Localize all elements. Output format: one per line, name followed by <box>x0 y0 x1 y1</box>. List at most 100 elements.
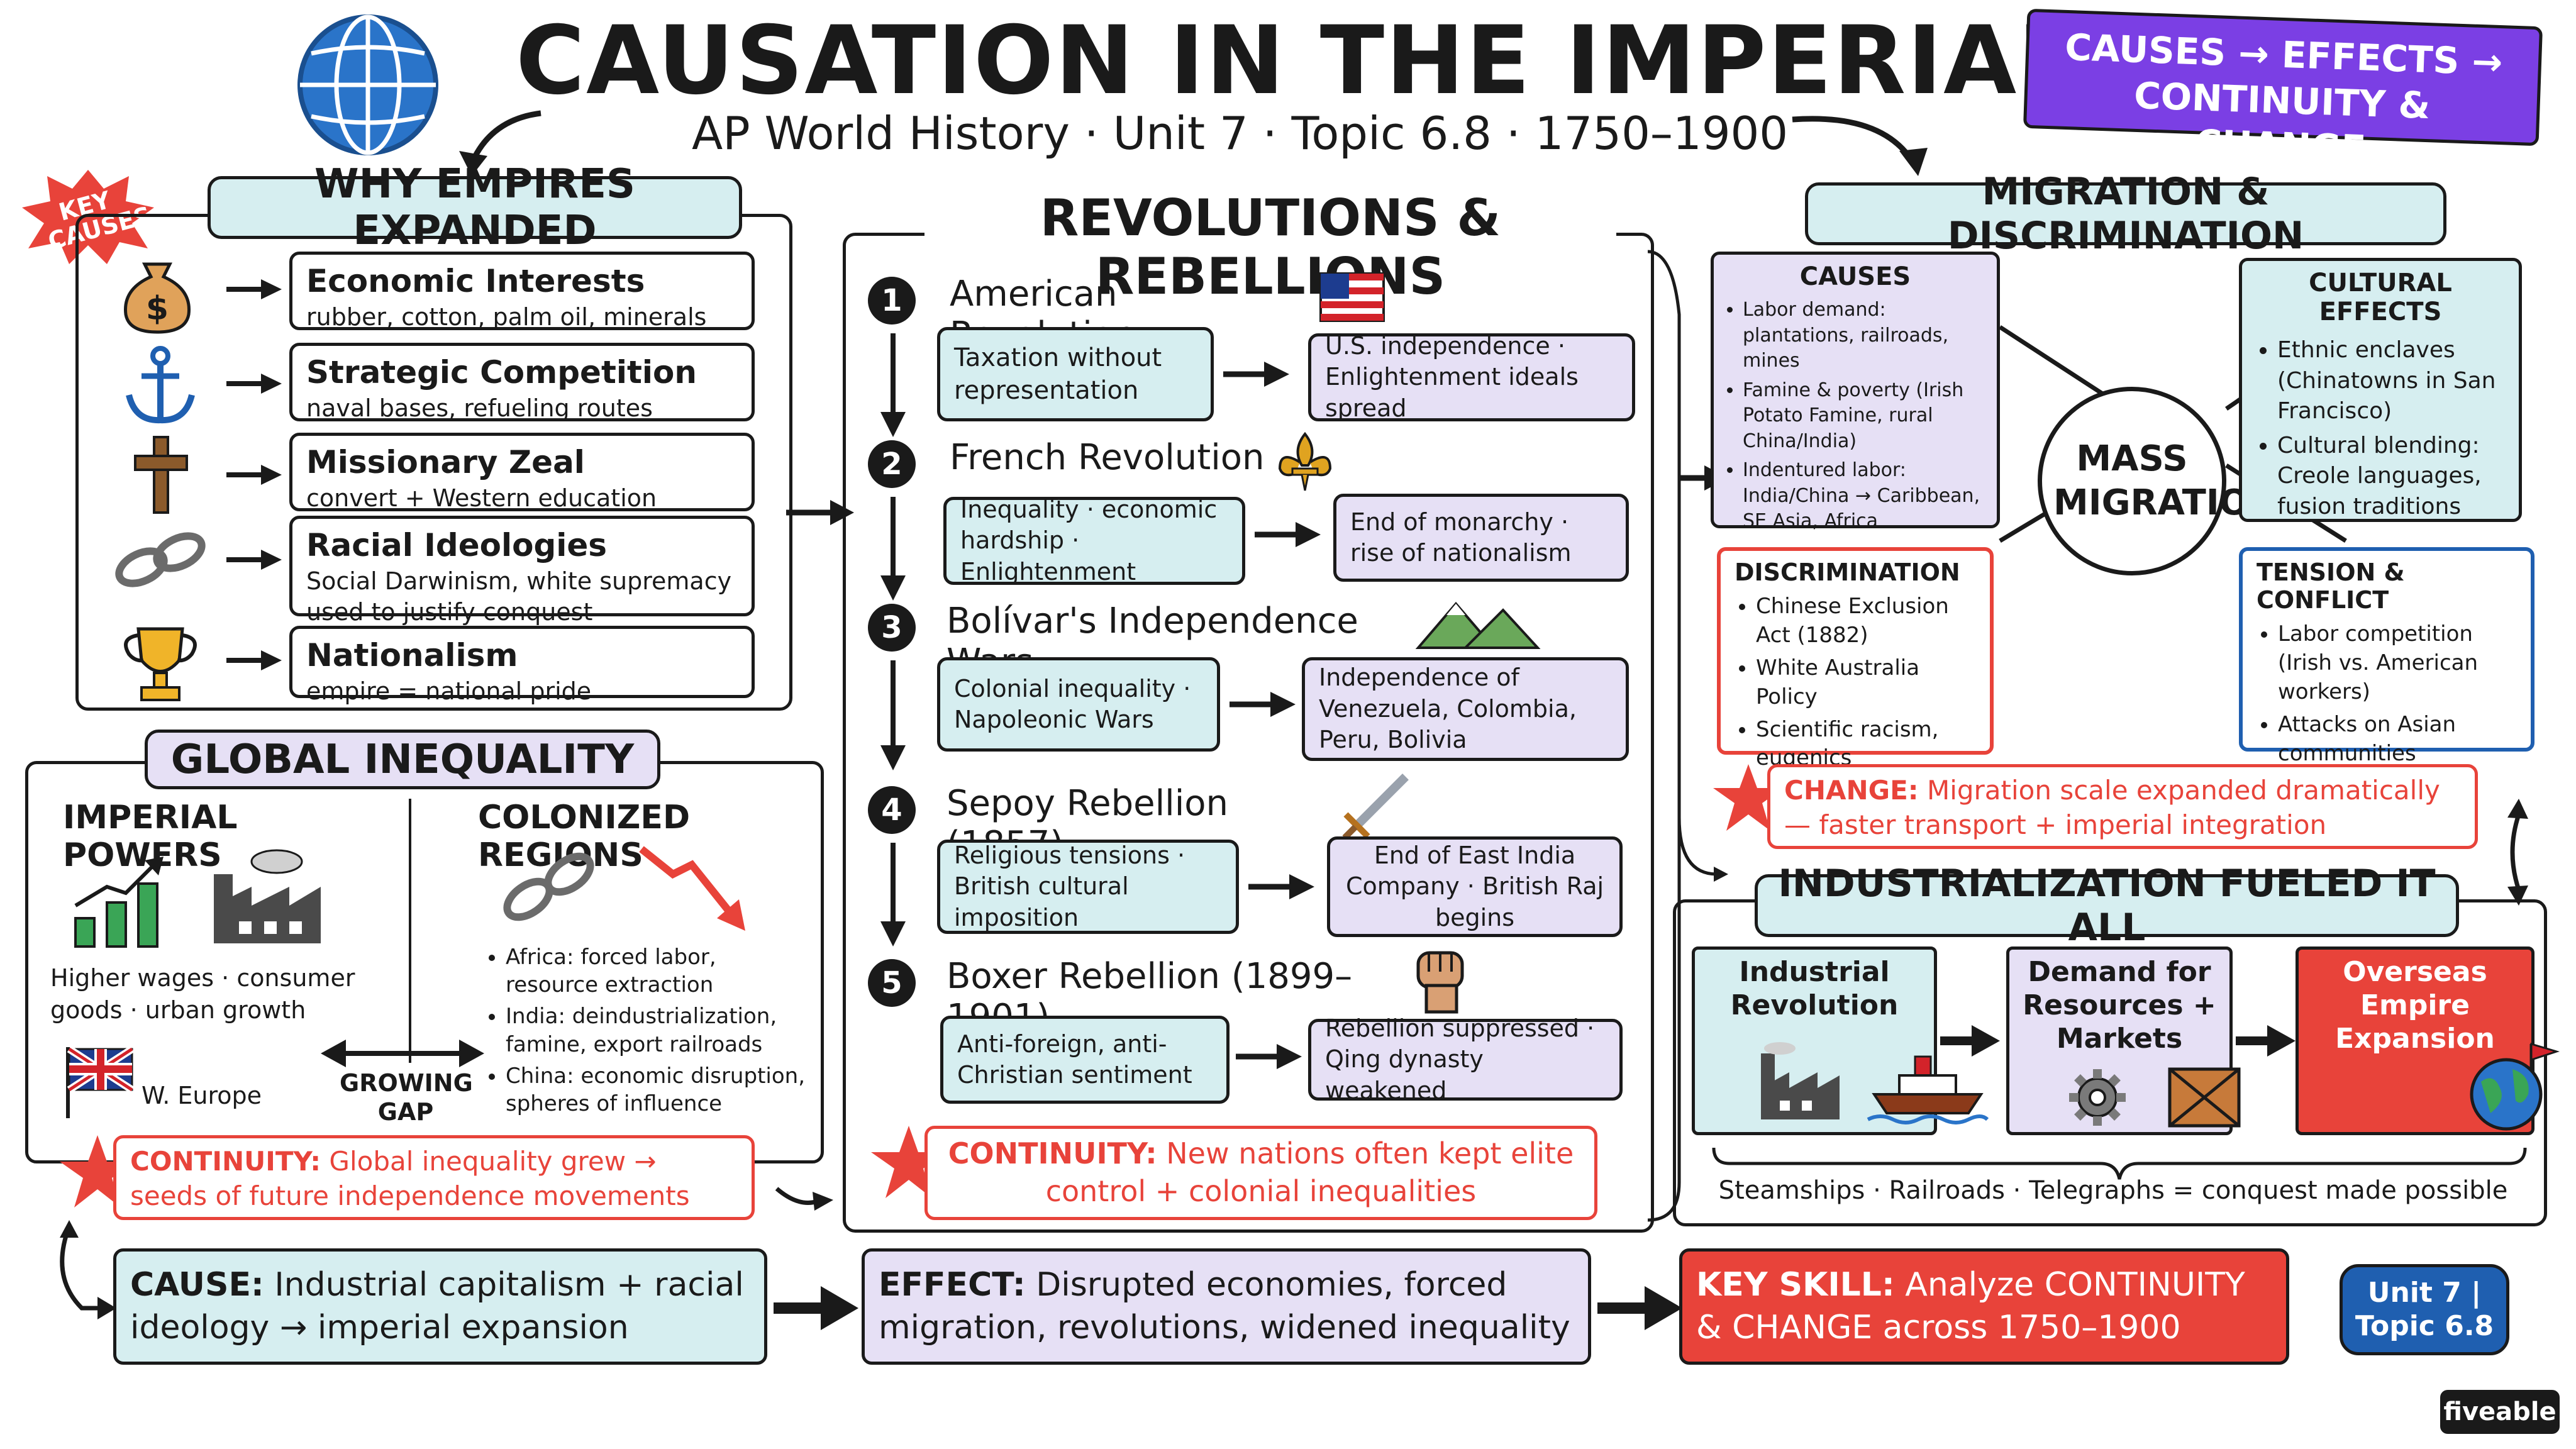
arrow-icon <box>1255 522 1321 547</box>
arrow-icon <box>1236 1044 1302 1069</box>
gap-label: GROWING GAP <box>340 1069 473 1126</box>
step-number: 2 <box>868 440 916 488</box>
cause-text: Industrial capitalism + racial ideology … <box>130 1265 744 1346</box>
why-item-title: Strategic Competition <box>306 354 697 391</box>
curved-arrow-icon <box>459 110 541 176</box>
effect-label: EFFECT: <box>879 1265 1026 1304</box>
why-list: $ Economic Interests rubber, cotton, pal… <box>113 245 767 705</box>
key-causes-badge: KEY CAUSES <box>19 170 157 264</box>
why-item-title: Nationalism <box>306 637 518 674</box>
gear-icon <box>2035 1066 2126 1129</box>
change-text: Migration scale expanded dramatically — … <box>1784 775 2440 840</box>
revolutions-continuity: CONTINUITY: New nations often kept elite… <box>924 1126 1597 1220</box>
effect-text: Disrupted economies, forced migration, r… <box>879 1265 1570 1346</box>
migration-heading: MIGRATION & DISCRIMINATION <box>1805 170 2446 258</box>
banner: CAUSES → EFFECTS → CONTINUITY & CHANGE <box>2023 8 2543 170</box>
banner-line-2: CONTINUITY & CHANGE <box>2133 74 2431 170</box>
crate-icon <box>2129 1066 2241 1129</box>
continuity-text: Global inequality grew → seeds of future… <box>130 1146 690 1211</box>
step-number: 5 <box>868 959 916 1007</box>
discrimination: DISCRIMINATION Chinese Exclusion Act (18… <box>1717 547 1994 770</box>
rev-cause: Taxation without representation <box>937 327 1214 421</box>
us-flag-icon <box>1318 270 1387 327</box>
continuity-label: CONTINUITY: <box>948 1136 1157 1170</box>
star-icon <box>57 1135 138 1211</box>
down-arrow-icon <box>880 660 906 770</box>
rev-effect: End of monarchy · rise of nationalism <box>1333 494 1629 582</box>
why-item: Strategic Competition naval bases, refue… <box>289 343 755 422</box>
uk-flag-icon <box>63 1044 138 1119</box>
causes-item: Indentured labor: India/China → Caribbea… <box>1743 458 1984 535</box>
causes-item: Labor demand: plantations, railroads, mi… <box>1743 297 1984 374</box>
discrimination-heading: DISCRIMINATION <box>1735 558 1960 586</box>
skill-text: Analyze CONTINUITY & CHANGE across 1750–… <box>1696 1265 2245 1346</box>
unit-badge-text: Unit 7 | Topic 6.8 <box>2355 1276 2494 1342</box>
chain-icon <box>113 528 208 591</box>
discrimination-item: Chinese Exclusion Act (1882) <box>1756 592 1976 650</box>
step-number: 3 <box>868 604 916 652</box>
globe-icon <box>283 13 453 157</box>
bottom-skill: KEY SKILL: Analyze CONTINUITY & CHANGE a… <box>1679 1248 2289 1365</box>
cause-label: CAUSE: <box>130 1265 264 1304</box>
down-arrow-icon <box>880 497 906 601</box>
arrow-icon <box>786 500 854 525</box>
factory-icon <box>1711 1041 1840 1123</box>
continuity-text: New nations often kept elite control + c… <box>1045 1136 1574 1208</box>
step-number: 4 <box>868 786 916 834</box>
why-heading: WHY EMPIRES EXPANDED <box>208 161 742 254</box>
connector-line <box>1647 250 1728 1222</box>
rev-title: French Revolution <box>950 437 1265 478</box>
double-arrow-icon <box>321 1040 484 1067</box>
unit-badge: Unit 7 | Topic 6.8 <box>2340 1264 2509 1355</box>
tension-item: Labor competition (Irish vs. American wo… <box>2278 620 2517 707</box>
migration-change: CHANGE: Migration scale expanded dramati… <box>1767 764 2478 849</box>
colonized-item: China: economic disruption, spheres of i… <box>506 1062 811 1118</box>
step-number: 1 <box>868 277 916 325</box>
rev-cause: Religious tensions · British cultural im… <box>937 840 1239 934</box>
industrial-heading: INDUSTRIALIZATION FUELED IT ALL <box>1755 862 2459 950</box>
industrial-step: Industrial Revolution <box>1692 947 1989 1135</box>
why-item: Nationalism empire = national pride <box>289 626 755 705</box>
migration-causes: CAUSES Labor demand: plantations, railro… <box>1711 252 2000 532</box>
steamship-icon <box>1808 1050 1989 1126</box>
down-arrow-icon <box>880 333 906 437</box>
colonized-item: Africa: forced labor, resource extractio… <box>506 943 811 999</box>
tension-item: Attacks on Asian communities <box>2278 711 2517 769</box>
why-item-desc: convert + Western education <box>306 484 657 512</box>
fleur-de-lis-icon <box>1274 431 1336 494</box>
causes-item: Famine & poverty (Irish Potato Famine, r… <box>1743 378 1984 455</box>
mountains-icon <box>1415 594 1541 651</box>
continuity-label: CONTINUITY: <box>130 1146 321 1177</box>
rev-title: Sepoy Rebellion (1857) <box>947 783 1229 865</box>
page-title: CAUSATION IN THE IMPERIAL AGE <box>516 6 2332 116</box>
why-item-desc: rubber, cotton, palm oil, minerals <box>306 303 707 331</box>
why-item-desc: naval bases, refueling routes <box>306 394 653 422</box>
page-subtitle: AP World History · Unit 7 · Topic 6.8 · … <box>692 107 1789 160</box>
star-icon <box>868 1126 950 1201</box>
step-label: Overseas Empire Expansion <box>2335 956 2495 1055</box>
why-item: Missionary Zeal convert + Western educat… <box>289 433 755 512</box>
anchor-icon <box>123 345 198 426</box>
tension-conflict: TENSION & CONFLICT Labor competition (Ir… <box>2239 547 2534 766</box>
broken-chain-icon <box>497 849 604 931</box>
why-item: Racial Ideologies Social Darwinism, whit… <box>289 516 755 626</box>
decline-arrow-icon <box>635 843 761 943</box>
industrial-caption: Steamships · Railroads · Telegraphs = co… <box>1718 1176 2508 1205</box>
down-arrow-icon <box>880 843 906 947</box>
curved-arrow-icon <box>60 1220 116 1319</box>
bottom-cause: CAUSE: Industrial capitalism + racial id… <box>113 1248 767 1365</box>
revolutions-heading: REVOLUTIONS & REBELLIONS <box>924 189 1616 306</box>
star-icon <box>1711 764 1786 833</box>
colonized-heading: COLONIZED REGIONS <box>478 799 691 874</box>
powers-desc: Higher wages · consumer goods · urban gr… <box>50 964 355 1024</box>
arrow-icon <box>1940 1025 2000 1057</box>
cultural-item: Ethnic enclaves (Chinatowns in San Franc… <box>2277 335 2505 427</box>
arrow-icon <box>1248 874 1314 899</box>
rev-effect: End of East India Company · British Raj … <box>1327 836 1623 937</box>
rev-title: American Revolution <box>950 274 1136 355</box>
powers-region: W. Europe <box>142 1082 262 1109</box>
double-arrow-icon <box>2507 799 2528 906</box>
arrow-icon <box>2236 1025 2296 1057</box>
why-item: Economic Interests rubber, cotton, palm … <box>289 252 755 331</box>
rev-title: Bolívar's Independence Wars <box>947 601 1358 682</box>
